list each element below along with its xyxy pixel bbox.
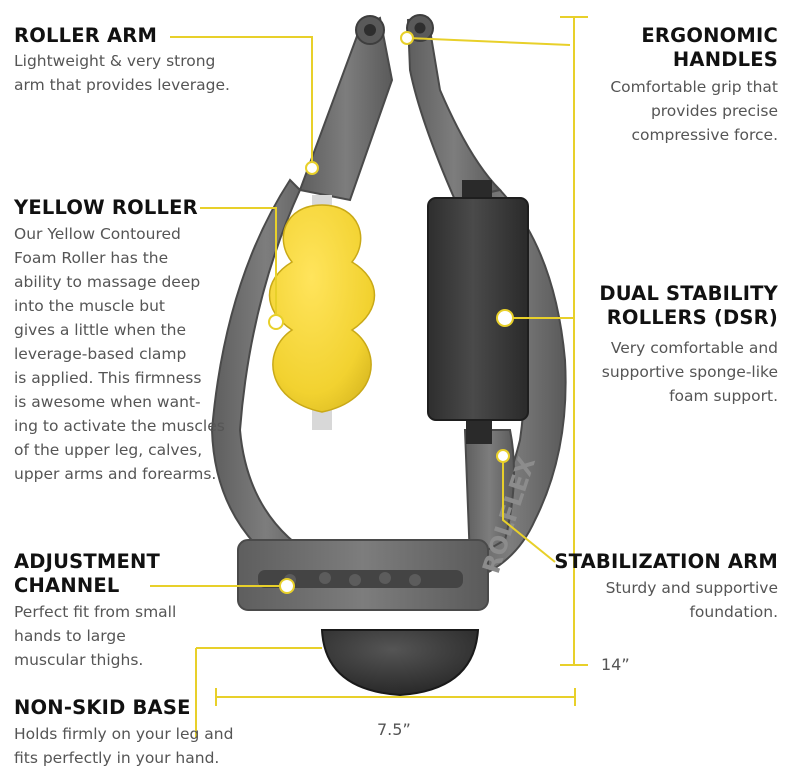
description-line: fits perfectly in your hand. <box>14 749 220 767</box>
adjustment-channel-description: Perfect fit from small hands to large mu… <box>14 600 176 672</box>
adjustment-channel-title: ADJUSTMENT CHANNEL <box>14 550 160 598</box>
title-line: HANDLES <box>672 48 778 71</box>
yellow-roller-shape <box>268 195 376 430</box>
non-skid-base-description: Holds firmly on your leg and fits perfec… <box>14 722 233 770</box>
description-line: upper arms and forearms. <box>14 465 217 483</box>
description-line: ing to activate the muscles <box>14 417 225 435</box>
description-line: ability to massage deep <box>14 273 201 291</box>
description-line: provides precise <box>650 102 778 120</box>
description-line: gives a little when the <box>14 321 187 339</box>
description-line: arm that provides leverage. <box>14 76 230 94</box>
description-line: Very comfortable and <box>610 339 778 357</box>
dsr-shape <box>427 180 529 444</box>
description-line: foam support. <box>669 387 778 405</box>
title-line: ADJUSTMENT <box>14 550 161 573</box>
yellow-roller-description: Our Yellow Contoured Foam Roller has the… <box>14 222 225 486</box>
stabilization-arm-description: Sturdy and supportive foundation. <box>606 576 778 624</box>
non-skid-base-shape <box>320 629 480 697</box>
description-line: Foam Roller has the <box>14 249 169 267</box>
title-line: CHANNEL <box>14 574 120 597</box>
callout-markers <box>268 31 514 594</box>
dimension-lines <box>215 16 588 706</box>
description-line: supportive sponge-like <box>601 363 778 381</box>
title-line: ROLLERS (DSR) <box>606 306 778 329</box>
description-line: foundation. <box>689 603 778 621</box>
description-line: of the upper leg, calves, <box>14 441 203 459</box>
title-line: DUAL STABILITY <box>599 282 778 305</box>
title-line: ERGONOMIC <box>641 24 778 47</box>
callout-lines <box>150 36 575 738</box>
description-line: Holds firmly on your leg and <box>14 725 234 743</box>
dsr-description: Very comfortable and supportive sponge-l… <box>602 336 778 408</box>
width-dimension-label: 7.5” <box>377 720 411 739</box>
description-line: into the muscle but <box>14 297 166 315</box>
roller-arm-description: Lightweight & very strong arm that provi… <box>14 49 230 97</box>
non-skid-base-title: NON-SKID BASE <box>14 696 191 719</box>
ergonomic-handles-title: ERGONOMIC HANDLES <box>641 24 778 72</box>
description-line: muscular thighs. <box>14 651 144 669</box>
ergonomic-handles-description: Comfortable grip that provides precise c… <box>610 75 778 147</box>
description-line: is awesome when want- <box>14 393 201 411</box>
roller-arm-shape <box>210 15 394 582</box>
dsr-title: DUAL STABILITY ROLLERS (DSR) <box>599 282 778 330</box>
adjustment-channel-shape <box>237 539 489 611</box>
height-dimension-label: 14” <box>601 655 630 674</box>
roller-arm-title: ROLLER ARM <box>14 24 158 47</box>
description-line: Sturdy and supportive <box>605 579 778 597</box>
description-line: is applied. This firmness <box>14 369 202 387</box>
yellow-roller-title: YELLOW ROLLER <box>14 196 198 219</box>
stabilization-arm-title: STABILIZATION ARM <box>554 550 778 573</box>
description-line: compressive force. <box>631 126 778 144</box>
description-line: hands to large <box>14 627 126 645</box>
description-line: Perfect fit from small <box>14 603 177 621</box>
description-line: Our Yellow Contoured <box>14 225 181 243</box>
description-line: leverage-based clamp <box>14 345 187 363</box>
description-line: Comfortable grip that <box>610 78 778 96</box>
description-line: Lightweight & very strong <box>14 52 216 70</box>
